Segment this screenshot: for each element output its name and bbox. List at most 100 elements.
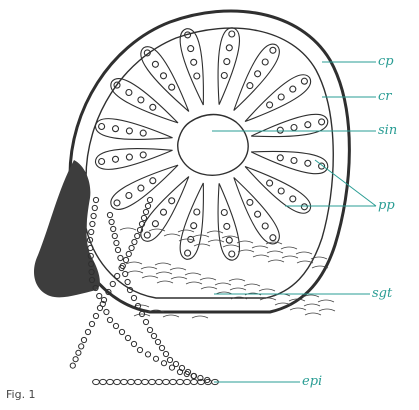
duct-cell: [112, 322, 120, 330]
fiber: [318, 308, 336, 312]
duct-cell: [108, 218, 115, 226]
epi-duct-cell: [155, 378, 163, 386]
duct-cell: [92, 196, 100, 204]
duct-cell: [122, 270, 129, 278]
lobule-cell: [225, 236, 233, 244]
duct-cell: [78, 343, 85, 350]
epi-duct-cell: [162, 378, 170, 386]
lobule-cell: [139, 129, 147, 137]
lobule-cell: [187, 45, 195, 53]
duct-cell: [131, 238, 138, 246]
fiber: [141, 275, 159, 279]
lobule-cell: [143, 231, 151, 239]
lobule-cell: [261, 58, 269, 66]
lobule-cell: [151, 220, 159, 228]
lobule: [179, 28, 204, 106]
lobule-cell: [113, 81, 121, 89]
label-sgt: sgt: [372, 286, 393, 301]
lobule: [94, 118, 173, 140]
duct-cell: [144, 202, 152, 210]
lobule-cell: [98, 122, 106, 131]
lobule-cell: [290, 123, 298, 132]
duct-cell: [106, 316, 114, 324]
duct-cell: [84, 328, 92, 336]
duct-cell: [69, 362, 76, 369]
duct-cell: [96, 292, 103, 300]
fiber: [170, 276, 188, 280]
epi-duct-cell: [134, 378, 142, 386]
duct-cell: [158, 344, 166, 352]
fiber: [304, 312, 322, 316]
lobule-cell: [289, 195, 297, 203]
lobule-cell: [184, 31, 192, 39]
lobule-cell: [300, 77, 308, 85]
duct-cell: [178, 364, 186, 372]
duct-cell: [126, 286, 134, 294]
lobule-cell: [261, 222, 269, 230]
fiber: [302, 294, 320, 298]
lobule: [140, 46, 190, 112]
epi-duct-cell: [106, 378, 114, 386]
figure-caption: Fig. 1: [6, 388, 36, 401]
fiber: [156, 280, 174, 284]
duct-cell: [105, 288, 112, 296]
fiber: [126, 270, 144, 274]
lobule-cell: [111, 155, 120, 163]
fiber: [132, 304, 150, 308]
fiber: [163, 233, 181, 237]
leader-lines: [212, 61, 377, 383]
lobule-cell: [254, 70, 262, 78]
fiber: [119, 227, 137, 231]
duct-cell: [96, 304, 104, 312]
fiber: [295, 251, 313, 255]
fiber: [200, 286, 218, 290]
lobule: [217, 27, 240, 105]
lobule-cell: [143, 49, 151, 57]
lobule-cell: [223, 222, 231, 230]
fiber: [258, 288, 276, 292]
fiber: [236, 240, 254, 244]
duct-cell: [136, 346, 144, 354]
duct-cell: [190, 372, 198, 380]
duct-cell: [128, 244, 135, 252]
lobule-cell: [228, 250, 236, 258]
lobule: [233, 177, 280, 245]
duct-cell: [106, 211, 114, 219]
fiber: [192, 234, 210, 238]
lobule: [233, 43, 280, 111]
lobule-cell: [277, 93, 285, 101]
epi-duct-cell: [127, 378, 135, 386]
label-cp: cp: [378, 54, 394, 69]
duct-cell: [88, 268, 95, 276]
fiber: [206, 230, 224, 234]
duct-cell: [118, 328, 126, 336]
lobule: [94, 148, 173, 170]
epi-duct-cell: [148, 378, 156, 386]
epi-duct-cell: [169, 378, 177, 386]
lobule-cell: [125, 127, 133, 135]
duct-cell: [92, 312, 100, 320]
fiber: [266, 250, 284, 254]
fiber: [221, 235, 239, 239]
fiber: [289, 307, 307, 311]
lobule: [110, 78, 179, 124]
duct-cell: [152, 355, 160, 362]
lobule-cell: [159, 72, 168, 80]
lobule-cell: [137, 184, 145, 192]
lobule: [250, 150, 329, 175]
lobule-cell: [159, 208, 168, 216]
duct-cell: [130, 340, 138, 348]
label-cr: cr: [378, 89, 392, 104]
lobule-cell: [220, 208, 228, 217]
lobules-group: [94, 27, 329, 261]
fiber: [296, 260, 314, 264]
duct-cell: [124, 334, 132, 342]
lobule-cell: [269, 46, 277, 54]
duct-cell: [87, 244, 94, 252]
lobule: [140, 176, 190, 242]
fiber: [155, 271, 173, 275]
lobule-cell: [276, 154, 284, 162]
lobule-cell: [304, 159, 312, 167]
duct-cell: [117, 254, 124, 262]
